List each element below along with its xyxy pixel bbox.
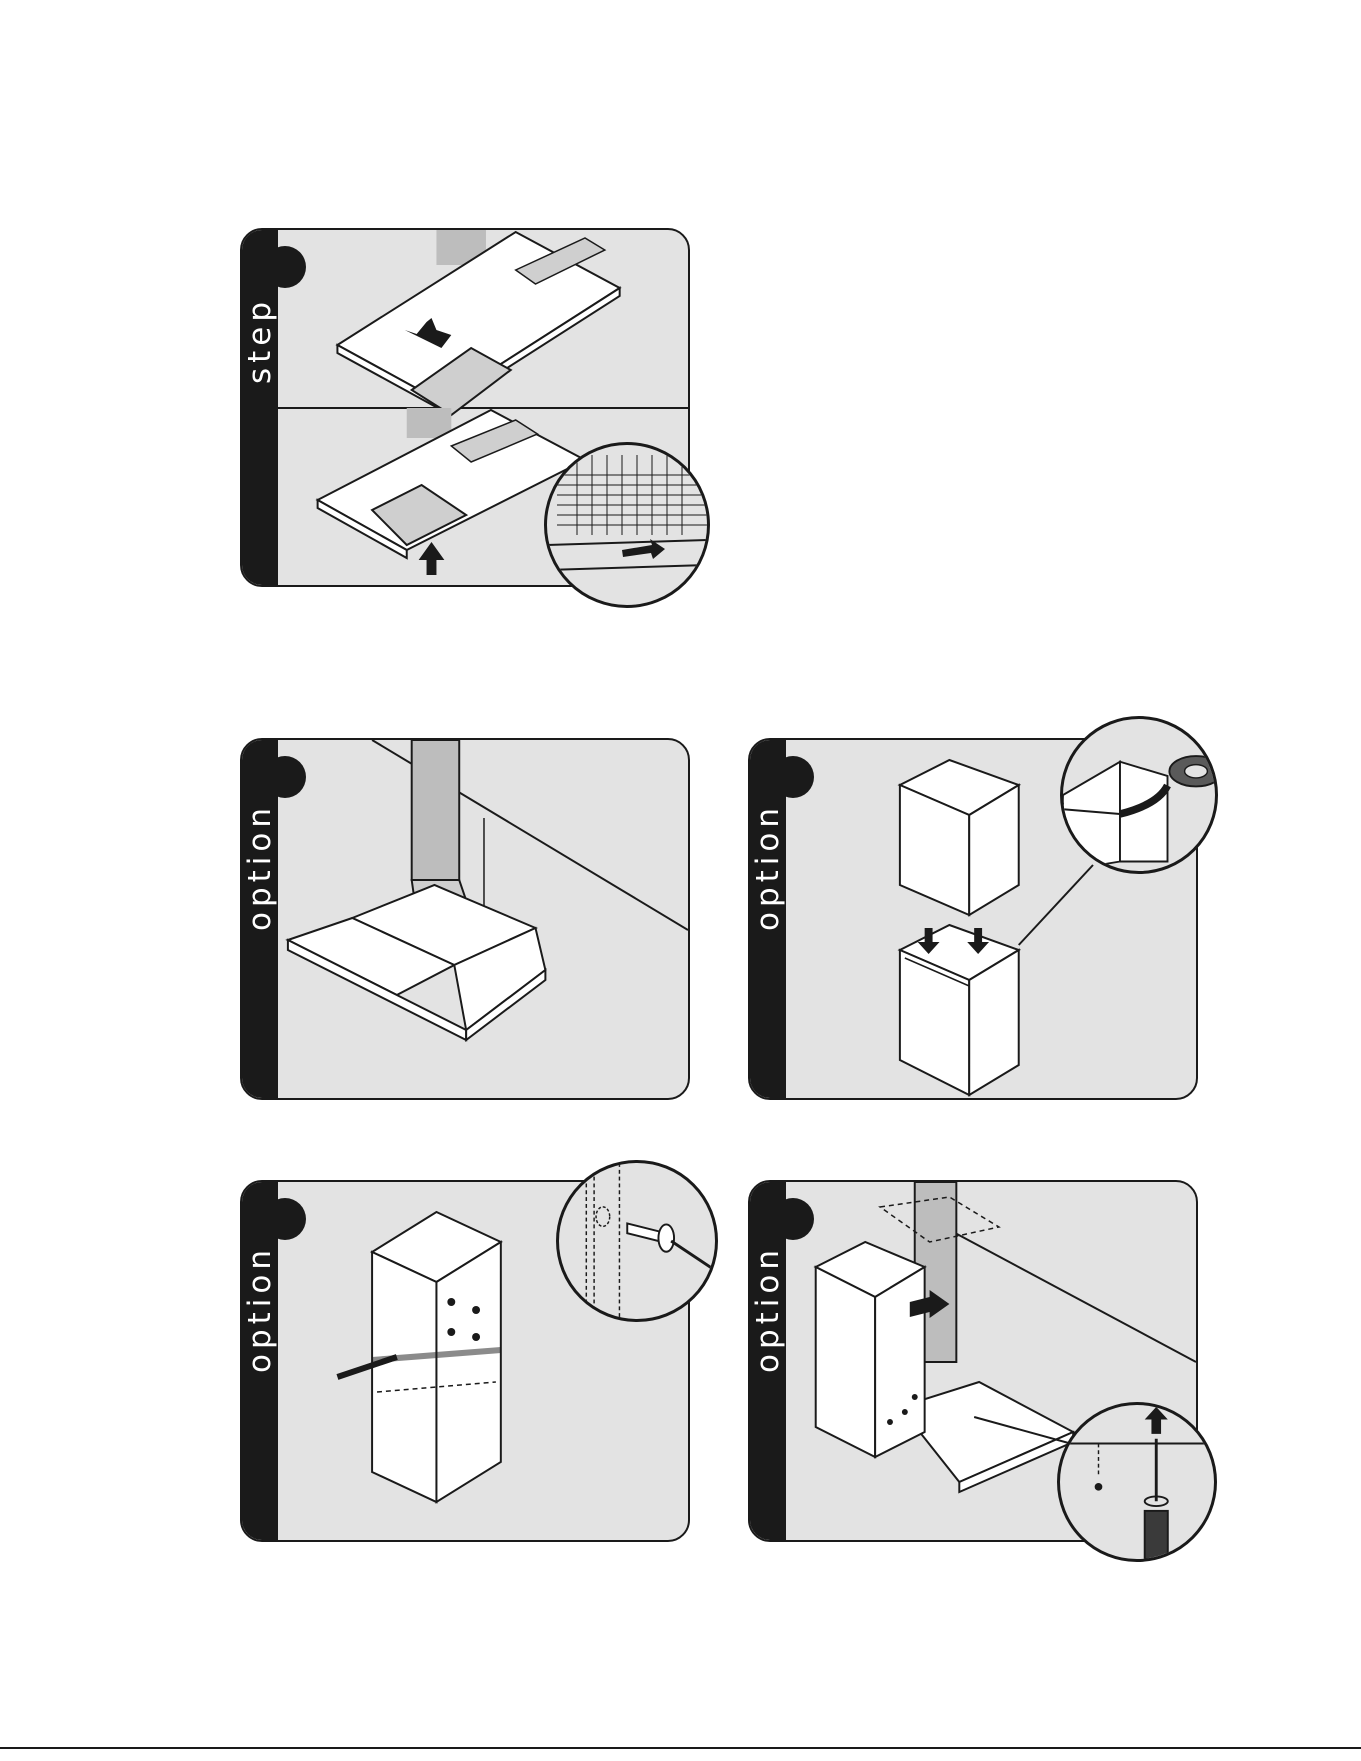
step-detail-callout (544, 442, 710, 608)
option-label-b: option (750, 802, 786, 932)
option-c-screw-callout (556, 1160, 718, 1322)
option-d-screwdriver-callout (1057, 1402, 1217, 1562)
option-c-number-marker (264, 1198, 306, 1240)
footer-rule (0, 1747, 1361, 1749)
option-d-number-marker (772, 1198, 814, 1240)
option-label-d: option (750, 1244, 786, 1374)
option-b-number-marker (772, 756, 814, 798)
option-b-tape-callout (1060, 716, 1218, 874)
option-label-c: option (242, 1244, 278, 1374)
option-panel-a: option (240, 738, 690, 1100)
step-label: step (242, 270, 278, 410)
option-a-illustration (278, 740, 688, 1098)
step-number-marker (264, 246, 306, 288)
option-a-number-marker (264, 756, 306, 798)
option-label-a: option (242, 802, 278, 932)
